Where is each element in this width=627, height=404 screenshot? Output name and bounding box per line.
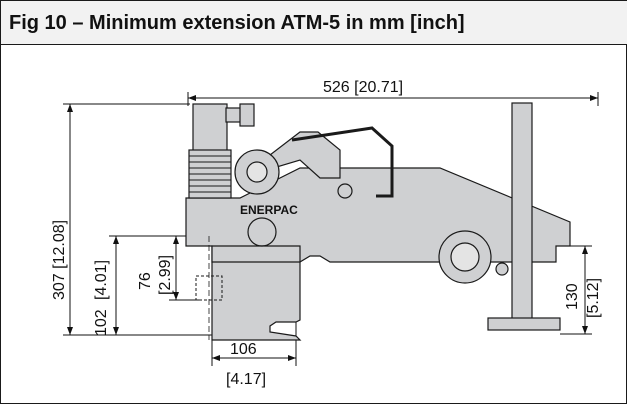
handle-loop xyxy=(291,126,394,198)
dim-stroke-in: [2.99] xyxy=(157,255,174,295)
dim-foot-in: [5.12] xyxy=(585,278,602,318)
dim-foot-mm: 130 xyxy=(564,283,581,310)
dim-height-total: 307 [12.08] xyxy=(51,220,68,300)
dim-height-low-mm: 102 xyxy=(93,309,110,336)
dimension-arrows xyxy=(67,95,598,361)
dim-length: 526 [20.71] xyxy=(323,79,403,96)
dim-width-in: [4.17] xyxy=(226,371,266,388)
brand-label: ENERPAC xyxy=(240,203,298,217)
cylinder-threads xyxy=(189,155,231,193)
title-bar: Fig 10 – Minimum extension ATM-5 in mm [… xyxy=(1,1,627,45)
dim-width-mm: 106 xyxy=(230,341,257,358)
figure-title: Fig 10 – Minimum extension ATM-5 in mm [… xyxy=(9,12,465,34)
dim-stroke-mm: 76 xyxy=(137,272,154,290)
tool-body xyxy=(185,102,571,341)
dim-height-low-in: [4.01] xyxy=(93,260,110,300)
